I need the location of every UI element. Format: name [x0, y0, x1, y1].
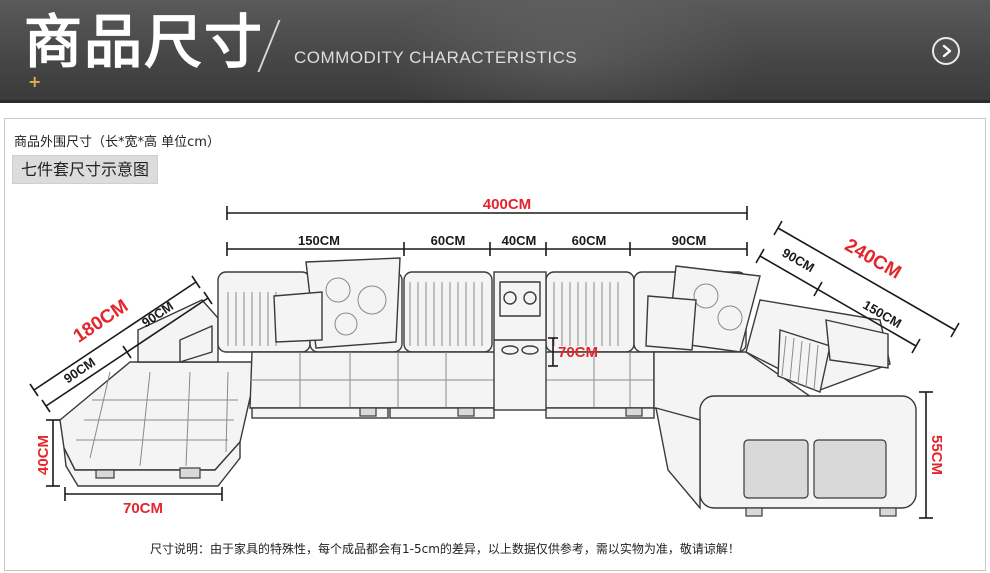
floral-motif: [717, 305, 743, 331]
page-subtitle: COMMODITY CHARACTERISTICS: [294, 48, 578, 67]
chaise-tufting: [76, 371, 238, 467]
pillow-stripes: [781, 335, 819, 391]
segment-1-label: 150CM: [298, 233, 340, 248]
segment-3-label: 40CM: [502, 233, 537, 248]
floral-motif: [325, 277, 351, 303]
cushion-stripes: [227, 282, 619, 346]
banner-bottom-edge: [0, 100, 990, 103]
sofa-sketch: [59, 257, 917, 517]
dim-tick: [950, 322, 960, 338]
armrest-panel: [179, 325, 213, 363]
banner-shine: [380, 0, 760, 103]
cup-holder-icon: [523, 291, 537, 305]
striped-pillow: [777, 329, 831, 393]
outer-dimensions-label: 商品外围尺寸（长*宽*高 单位cm）: [14, 135, 220, 150]
dim-tick: [755, 248, 765, 264]
dim-line-left-total: [33, 281, 197, 391]
set-diagram-label: 七件套尺寸示意图: [12, 155, 159, 184]
dim-tick: [191, 275, 201, 289]
cup-holder-icon: [503, 291, 517, 305]
corner-side: [655, 407, 701, 510]
small-pillow: [645, 295, 697, 351]
chaise-width-label: 70CM: [123, 500, 163, 517]
dim-tick: [773, 220, 783, 236]
seat-foot: [359, 407, 377, 417]
dim-tick: [813, 281, 823, 297]
right-headrest: [825, 319, 889, 369]
dim-tick: [911, 338, 921, 354]
size-disclaimer: 尺寸说明：由于家具的特殊性，每个成品都会有1-5cm的差异，以上数据仅供参考，需…: [150, 542, 740, 556]
segment-2-label: 60CM: [431, 233, 466, 248]
seat-height-label: 40CM: [35, 435, 52, 475]
seat-foot: [457, 407, 475, 417]
console-height-label: 70CM: [558, 344, 598, 361]
cup-holder-icon: [521, 345, 539, 355]
dim-line-right-total: [777, 227, 956, 331]
chevron-right-icon: [942, 44, 952, 58]
segment-4-label: 60CM: [572, 233, 607, 248]
armrest-panel: [743, 439, 809, 499]
dim-tick: [122, 345, 132, 359]
console-compartment: [499, 281, 541, 317]
center-console: [493, 271, 547, 411]
back-cushion: [545, 271, 635, 353]
right-total-label: 240CM: [841, 235, 905, 284]
chaise-foot: [95, 469, 115, 479]
chaise-foot: [179, 467, 201, 479]
floral-motif: [334, 312, 358, 336]
floral-motif: [693, 283, 719, 309]
arrow-right-circle-icon[interactable]: [932, 37, 960, 65]
seat-base: [389, 407, 495, 419]
dim-line-right-parts: [759, 255, 917, 347]
segment-5-label: 90CM: [672, 233, 707, 248]
arm-height-label: 55CM: [928, 435, 945, 475]
armrest-foot: [745, 507, 763, 517]
seat-foot: [625, 407, 643, 417]
armrest-panel: [813, 439, 887, 499]
dim-tick: [203, 291, 213, 305]
seat-base: [251, 407, 389, 419]
small-pillow: [273, 291, 323, 343]
floral-motif: [357, 285, 387, 315]
header-banner: 商品尺寸 COMMODITY CHARACTERISTICS +: [0, 0, 990, 103]
plus-icon: +: [28, 72, 42, 91]
dim-tick: [29, 383, 39, 397]
back-cushion: [403, 271, 493, 353]
seat-base: [545, 407, 655, 419]
armrest-foot: [879, 507, 897, 517]
cup-holder-icon: [501, 345, 519, 355]
dim-tick: [41, 399, 51, 413]
page-title: 商品尺寸: [24, 8, 265, 76]
total-length-label: 400CM: [483, 196, 531, 213]
left-total-label: 180CM: [70, 296, 133, 348]
